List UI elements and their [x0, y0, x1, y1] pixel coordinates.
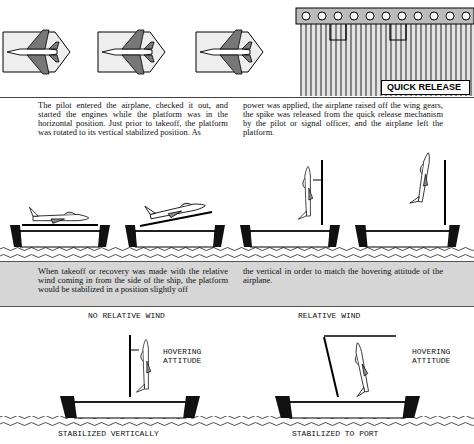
mast	[129, 335, 131, 397]
platform-barge	[125, 225, 225, 247]
airplane-side-view	[298, 166, 312, 219]
airplane-side-view	[348, 342, 371, 396]
airplane-top-view	[102, 30, 154, 74]
bracket	[330, 24, 406, 40]
airplane-side-view	[145, 195, 206, 222]
platform-barge	[355, 225, 460, 247]
body-text: The pilot entered the airplane, checked …	[38, 101, 228, 137]
platform-barge	[240, 225, 340, 247]
relative-wind-line	[324, 335, 396, 337]
airplane-side-view	[410, 151, 433, 205]
airplane-top-view	[3, 30, 263, 74]
part-label: QUICK RELEASE	[387, 82, 464, 93]
airplane-top-view	[7, 30, 59, 74]
caption-text: the vertical in order to match the hover…	[243, 267, 443, 285]
mast	[324, 337, 338, 397]
callout-label: HOVERING ATTITUDE	[412, 347, 457, 365]
callout-label: RELATIVE WIND	[298, 311, 360, 320]
callout-label: STABILIZED VERTICALLY	[58, 429, 159, 438]
callout-label: NO RELATIVE WIND	[88, 311, 165, 320]
platform-barge	[10, 225, 110, 247]
hatched-panel	[300, 24, 474, 96]
text-band: When takeoff or recovery was made with t…	[0, 261, 474, 307]
rollers	[302, 12, 470, 20]
platform-barge	[10, 225, 460, 247]
caption-text: When takeoff or recovery was made with t…	[38, 267, 228, 294]
mast	[321, 160, 323, 225]
platform-deck	[22, 224, 98, 226]
callout-label: HOVERING ATTITUDE	[163, 347, 208, 365]
callout-label: STABILIZED TO PORT	[292, 429, 378, 438]
platform-barge	[60, 396, 200, 418]
rail	[296, 8, 474, 24]
platform-barge	[275, 396, 420, 418]
airplane-side-view	[29, 207, 88, 223]
spike	[130, 350, 139, 351]
separator-line	[0, 97, 474, 98]
body-text: power was applied, the airplane raised o…	[243, 101, 443, 137]
spike	[313, 180, 322, 181]
mast	[444, 160, 446, 225]
airplane-side-view	[136, 339, 150, 392]
label-box: QUICK RELEASE	[381, 80, 470, 95]
airplane-top-view	[200, 30, 252, 74]
quick-release-mechanism	[296, 8, 474, 96]
